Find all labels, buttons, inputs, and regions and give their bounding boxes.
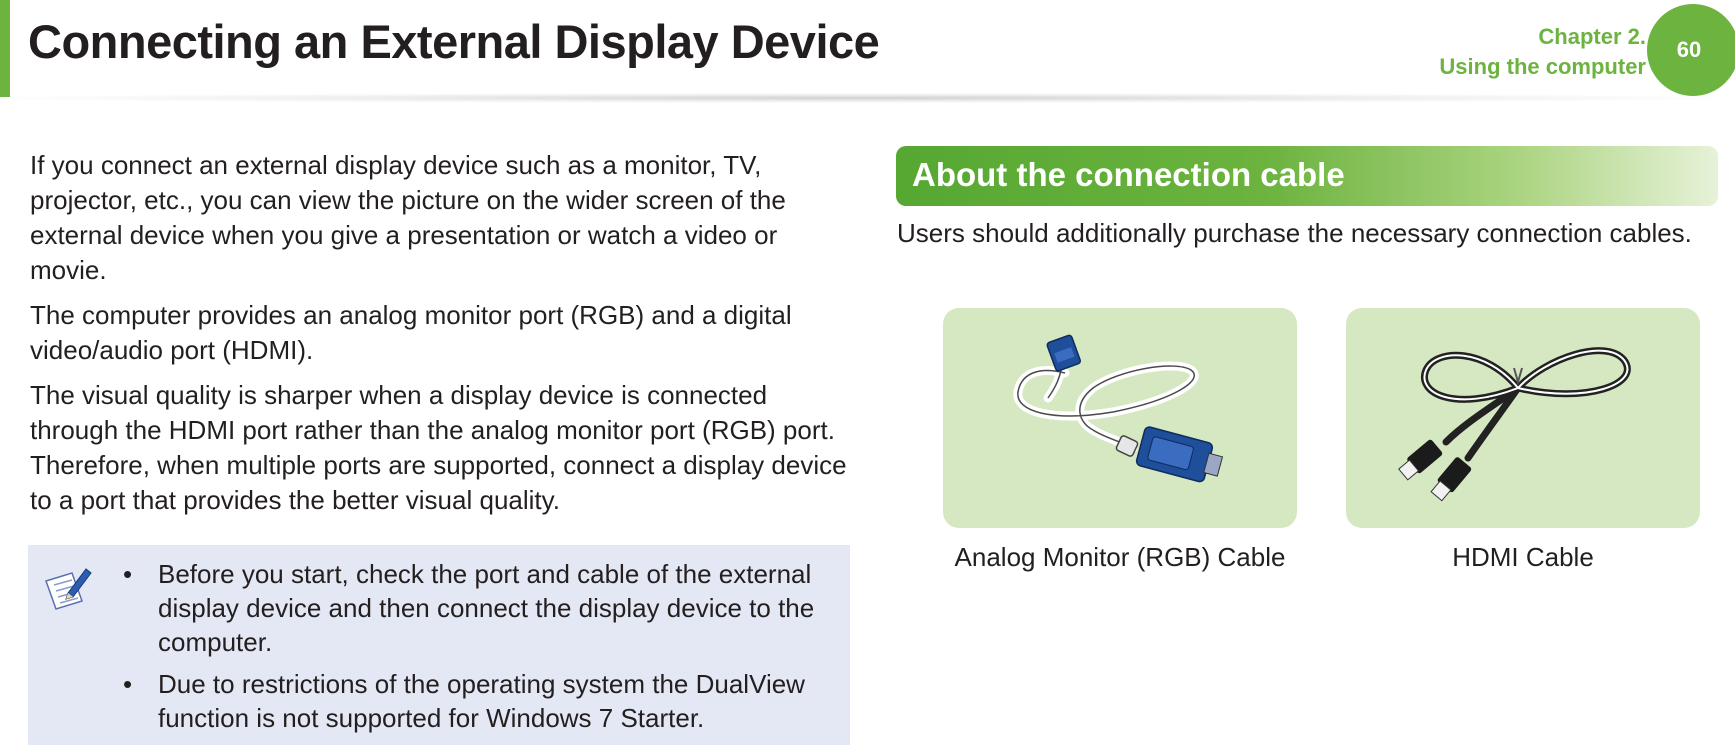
section-title: About the connection cable [912,156,1345,193]
page-number-badge: 60 [1647,4,1735,96]
bullet: • [123,559,133,589]
hdmi-cable-icon [1398,347,1631,502]
note-item: • Before you start, check the port and c… [108,557,838,659]
body-text: If you connect an external display devic… [30,148,860,528]
note-item: • Due to restrictions of the operating s… [108,667,838,735]
note-item-text: Before you start, check the port and cab… [158,559,815,657]
chapter-label: Chapter 2. Using the computer [1439,22,1646,82]
header-divider [12,93,1712,103]
section-header: About the connection cable [896,146,1718,206]
note-item-text: Due to restrictions of the operating sys… [158,669,805,733]
note-box: • Before you start, check the port and c… [28,545,850,745]
bullet: • [123,669,133,699]
rgb-cable-caption: Analog Monitor (RGB) Cable [954,542,1286,572]
chapter-number: Chapter 2. [1538,24,1646,49]
note-list: • Before you start, check the port and c… [108,557,838,743]
header-accent-bar [0,0,10,97]
paragraph-quality: The visual quality is sharper when a dis… [30,380,847,515]
paragraph-intro: If you connect an external display devic… [30,150,786,285]
note-pencil-icon [45,568,92,610]
hdmi-cable-caption: HDMI Cable [1452,542,1594,572]
hdmi-cable-panel [1346,308,1700,528]
page-title: Connecting an External Display Device [28,15,880,68]
paragraph-ports: The computer provides an analog monitor … [30,300,792,365]
rgb-cable-panel [943,308,1297,528]
section-intro: Users should additionally purchase the n… [897,218,1692,248]
chapter-subtitle: Using the computer [1439,54,1646,79]
rgb-cable-icon [1013,334,1224,483]
